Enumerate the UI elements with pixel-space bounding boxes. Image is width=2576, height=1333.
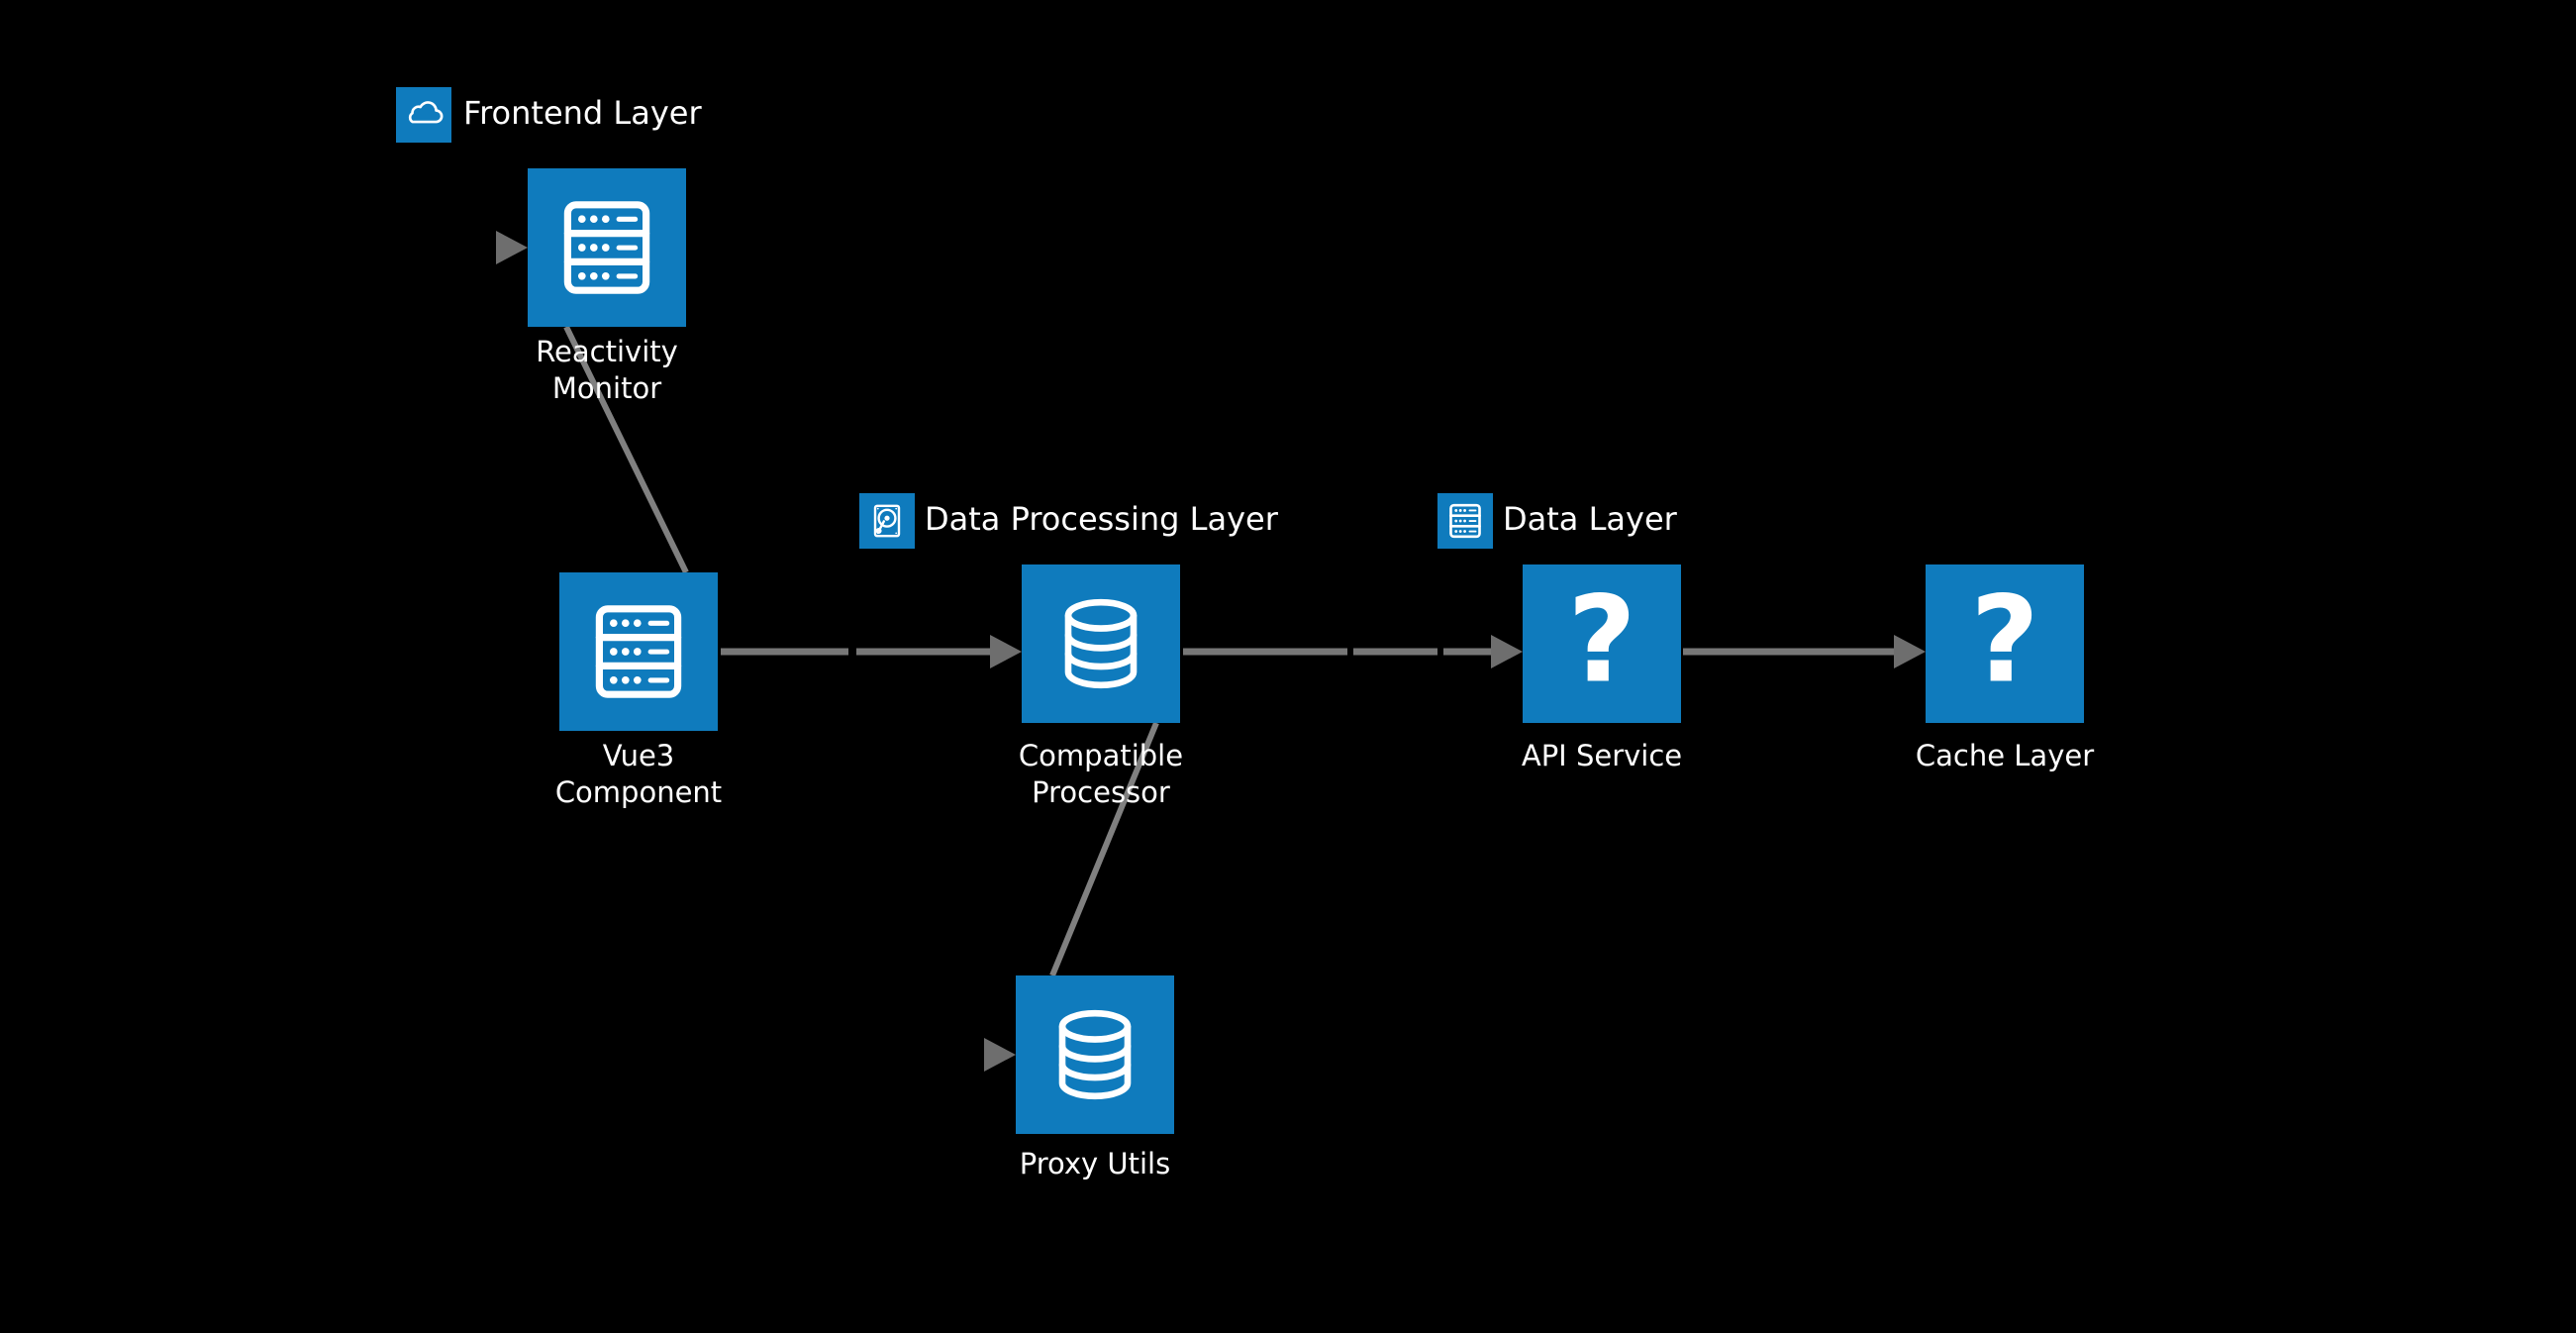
edge-vue3-to-processor[interactable] xyxy=(721,635,1022,668)
node-vue3-component[interactable]: Vue3 Component xyxy=(555,572,722,809)
edge-layer xyxy=(563,325,1926,977)
question-mark-icon: ? xyxy=(1970,572,2039,710)
group-header-frontend[interactable]: Frontend Layer xyxy=(396,87,702,143)
group-header-data[interactable]: Data Layer xyxy=(1437,493,1678,549)
edge-api-to-cache[interactable] xyxy=(1683,635,1926,668)
node-label-compatible-processor: Compatible xyxy=(1019,739,1183,772)
group-label-data: Data Layer xyxy=(1503,500,1678,538)
edge-proxy-to-processor[interactable] xyxy=(1049,721,1159,977)
marker-reactivity-monitor-left xyxy=(496,231,528,264)
server-rack-icon xyxy=(567,205,645,290)
node-label-compatible-processor-line2: Processor xyxy=(1032,775,1170,809)
edge-processor-to-api[interactable] xyxy=(1183,635,1523,668)
node-proxy-utils[interactable]: Proxy Utils xyxy=(1016,975,1174,1180)
node-label-reactivity-monitor: Reactivity xyxy=(536,335,678,368)
node-reactivity-monitor[interactable]: Reactivity Monitor xyxy=(528,168,686,405)
marker-layer xyxy=(496,231,1016,1072)
node-compatible-processor[interactable]: Compatible Processor xyxy=(1019,564,1183,809)
node-label-cache-layer: Cache Layer xyxy=(1916,739,2094,772)
node-label-api-service: API Service xyxy=(1522,739,1682,772)
marker-proxy-utils-left xyxy=(984,1038,1016,1072)
group-label-data-processing: Data Processing Layer xyxy=(925,500,1279,538)
group-header-data-processing[interactable]: Data Processing Layer xyxy=(859,493,1279,549)
group-label-frontend: Frontend Layer xyxy=(463,94,702,132)
edge-monitor-to-vue3[interactable] xyxy=(563,325,689,574)
node-label-reactivity-monitor-line2: Monitor xyxy=(552,371,661,405)
server-rack-icon xyxy=(1449,503,1481,539)
server-rack-icon xyxy=(599,609,677,694)
node-label-vue3-component-line2: Component xyxy=(555,775,722,809)
node-cache-layer[interactable]: ? Cache Layer xyxy=(1916,564,2094,772)
node-label-vue3-component: Vue3 xyxy=(603,739,675,772)
node-api-service[interactable]: ? API Service xyxy=(1522,564,1682,772)
node-label-proxy-utils: Proxy Utils xyxy=(1020,1147,1170,1180)
question-mark-icon: ? xyxy=(1567,572,1636,710)
